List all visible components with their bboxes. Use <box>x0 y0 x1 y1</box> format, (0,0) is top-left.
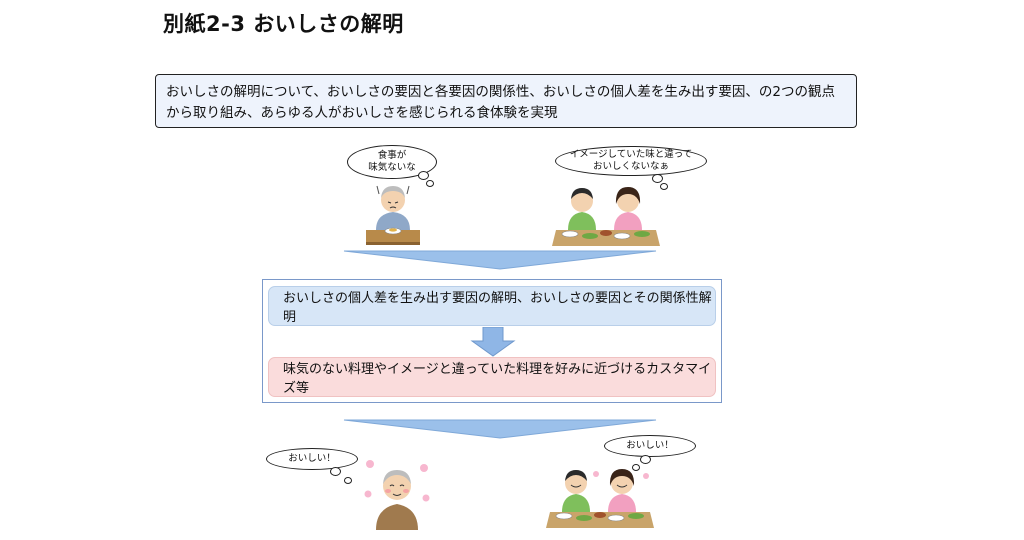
elder-happy-thought-text: おいしい！ <box>288 453 336 464</box>
thought-dot <box>330 467 341 476</box>
thought-dot <box>344 477 352 484</box>
page-title: 別紙2-3 おいしさの解明 <box>163 12 404 36</box>
elder-sad-thought-text: 食事が 味気ないな <box>368 150 416 173</box>
process-arrow-down-icon <box>470 327 516 357</box>
thought-dot <box>660 183 668 190</box>
process-step-customize-text: 味気のない料理やイメージと違っていた料理を好みに近づけるカスタマイズ等 <box>283 362 712 396</box>
thought-dot <box>632 464 640 471</box>
couple-happy-illustration <box>546 469 654 528</box>
couple-happy-thought-bubble: おいしい！ <box>604 435 696 457</box>
thought-dot <box>426 180 434 187</box>
couple-disappointed-thought-text: イメージしていた味と違って おいしくないなぁ <box>569 149 693 172</box>
flow-arrow-down-2 <box>343 419 657 439</box>
thought-dot <box>652 174 663 183</box>
couple-disappointed-thought-bubble: イメージしていた味と違って おいしくないなぁ <box>555 146 707 176</box>
summary-line-1: おいしさの解明について、おいしさの要因と各要因の関係性、おいしさの個人差を生み出… <box>166 84 836 100</box>
elder-sad-illustration <box>366 185 420 245</box>
process-step-research-text: おいしさの個人差を生み出す要因の解明、おいしさの要因とその関係性解明 <box>283 291 712 325</box>
process-step-customize: 味気のない料理やイメージと違っていた料理を好みに近づけるカスタマイズ等 <box>268 357 716 397</box>
summary-box: おいしさの解明について、おいしさの要因と各要因の関係性、おいしさの個人差を生み出… <box>155 74 857 128</box>
couple-dining-illustration <box>552 187 660 246</box>
elder-happy-illustration <box>364 460 430 530</box>
couple-happy-thought-text: おいしい！ <box>626 440 674 451</box>
thought-dot <box>640 455 651 464</box>
elder-happy-thought-bubble: おいしい！ <box>266 448 358 470</box>
process-step-research: おいしさの個人差を生み出す要因の解明、おいしさの要因とその関係性解明 <box>268 286 716 326</box>
summary-line-2: から取り組み、あらゆる人がおいしさを感じられる食体験を実現 <box>166 105 558 121</box>
elder-sad-thought-bubble: 食事が 味気ないな <box>347 145 437 179</box>
flow-arrow-down-1 <box>343 250 657 270</box>
thought-dot <box>418 171 429 180</box>
